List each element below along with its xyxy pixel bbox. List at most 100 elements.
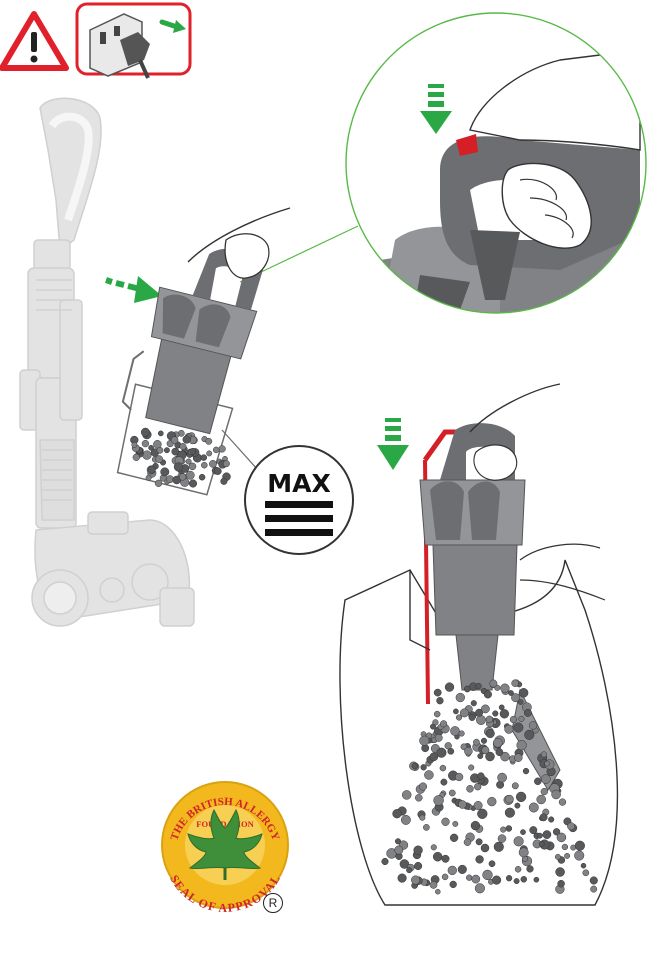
debris-particle (209, 460, 217, 468)
debris-particle (514, 866, 522, 873)
debris-particle (155, 455, 163, 463)
debris-particle (528, 721, 538, 730)
debris-particle (222, 460, 230, 468)
debris-particle (513, 836, 524, 847)
debris-particle (435, 888, 441, 895)
debris-particle (154, 479, 163, 487)
debris-particle (185, 470, 195, 480)
debris-particle (474, 783, 482, 791)
debris-particle (589, 876, 598, 885)
debris-particle (163, 447, 170, 454)
debris-particle (401, 790, 412, 800)
debris-particle (381, 857, 389, 866)
debris-particle (457, 864, 467, 874)
debris-particle (533, 876, 540, 883)
debris-particle (499, 709, 510, 719)
debris-particle (429, 881, 438, 889)
debris-particle (454, 772, 464, 782)
debris-particle (540, 787, 548, 796)
debris-particle (555, 867, 565, 877)
debris-particle (200, 454, 208, 461)
debris-particle (411, 762, 418, 770)
debris-particle (399, 859, 410, 869)
debris-particle (524, 729, 535, 740)
debris-particle (458, 800, 467, 809)
debris-particle (582, 869, 590, 877)
debris-particle (178, 473, 187, 481)
debris-particle (470, 700, 477, 707)
debris-particle (414, 861, 423, 871)
debris-particle (458, 730, 465, 737)
remove-bin-arrow-icon (105, 276, 162, 303)
debris-particle (551, 789, 561, 800)
debris-particle (141, 439, 150, 448)
debris-particle (505, 794, 514, 804)
debris-particle (430, 844, 437, 851)
left-bin-debris (130, 427, 231, 488)
debris-particle (394, 838, 402, 845)
debris-particle (481, 704, 490, 714)
debris-particle (471, 874, 481, 884)
debris-particle (145, 474, 152, 481)
debris-particle (160, 467, 170, 477)
debris-particle (590, 885, 598, 893)
debris-particle (511, 782, 519, 790)
debris-particle (526, 865, 534, 873)
debris-particle (514, 753, 523, 762)
debris-particle (474, 883, 485, 894)
debris-particle (205, 437, 213, 445)
debris-particle (449, 833, 459, 842)
debris-particle (493, 841, 504, 852)
debris-particle (504, 724, 514, 734)
debris-particle (488, 860, 496, 868)
debris-particle (548, 816, 555, 823)
debris-particle (529, 826, 538, 835)
debris-particle (441, 854, 450, 863)
debris-particle (436, 747, 447, 758)
debris-particle (418, 782, 428, 791)
debris-particle (540, 774, 551, 784)
debris-particle (424, 770, 434, 780)
debris-particle (423, 824, 430, 831)
debris-particle (165, 475, 174, 484)
debris-particle (171, 447, 180, 456)
debris-particle (433, 710, 441, 718)
debris-particle (513, 878, 520, 885)
debris-particle (509, 715, 518, 724)
registered-trademark-mark: R (263, 893, 283, 913)
debris-particle (557, 879, 565, 888)
debris-particle (419, 814, 426, 821)
upright-vacuum-ghost (19, 97, 195, 627)
debris-particle (564, 852, 571, 859)
seal-middle-text: FOUNDATION (196, 819, 254, 829)
debris-particle (179, 443, 187, 450)
debris-particle (394, 845, 404, 855)
debris-particle (430, 723, 436, 730)
debris-particle (500, 751, 510, 762)
debris-particle (518, 715, 525, 722)
debris-particle (440, 778, 448, 786)
debris-particle (480, 843, 490, 853)
debris-particle (514, 802, 521, 809)
debris-particle (140, 427, 150, 437)
debris-particle (447, 865, 457, 876)
debris-particle (483, 690, 492, 699)
debris-particle (459, 708, 469, 718)
debris-particle (516, 740, 527, 751)
bin-emptying-illustration (339, 383, 619, 906)
debris-particle (485, 715, 494, 723)
debris-particle (453, 708, 459, 715)
debris-particle (397, 873, 407, 883)
debris-particle (444, 682, 455, 692)
debris-particle (188, 462, 197, 471)
debris-particle (447, 747, 455, 755)
debris-particle (538, 840, 545, 847)
debris-particle (147, 465, 156, 474)
debris-particle (436, 697, 444, 705)
debris-particle (475, 838, 483, 846)
debris-particle (218, 445, 226, 453)
debris-particle (411, 875, 421, 885)
debris-particle (539, 813, 548, 822)
debris-particle (198, 473, 206, 481)
